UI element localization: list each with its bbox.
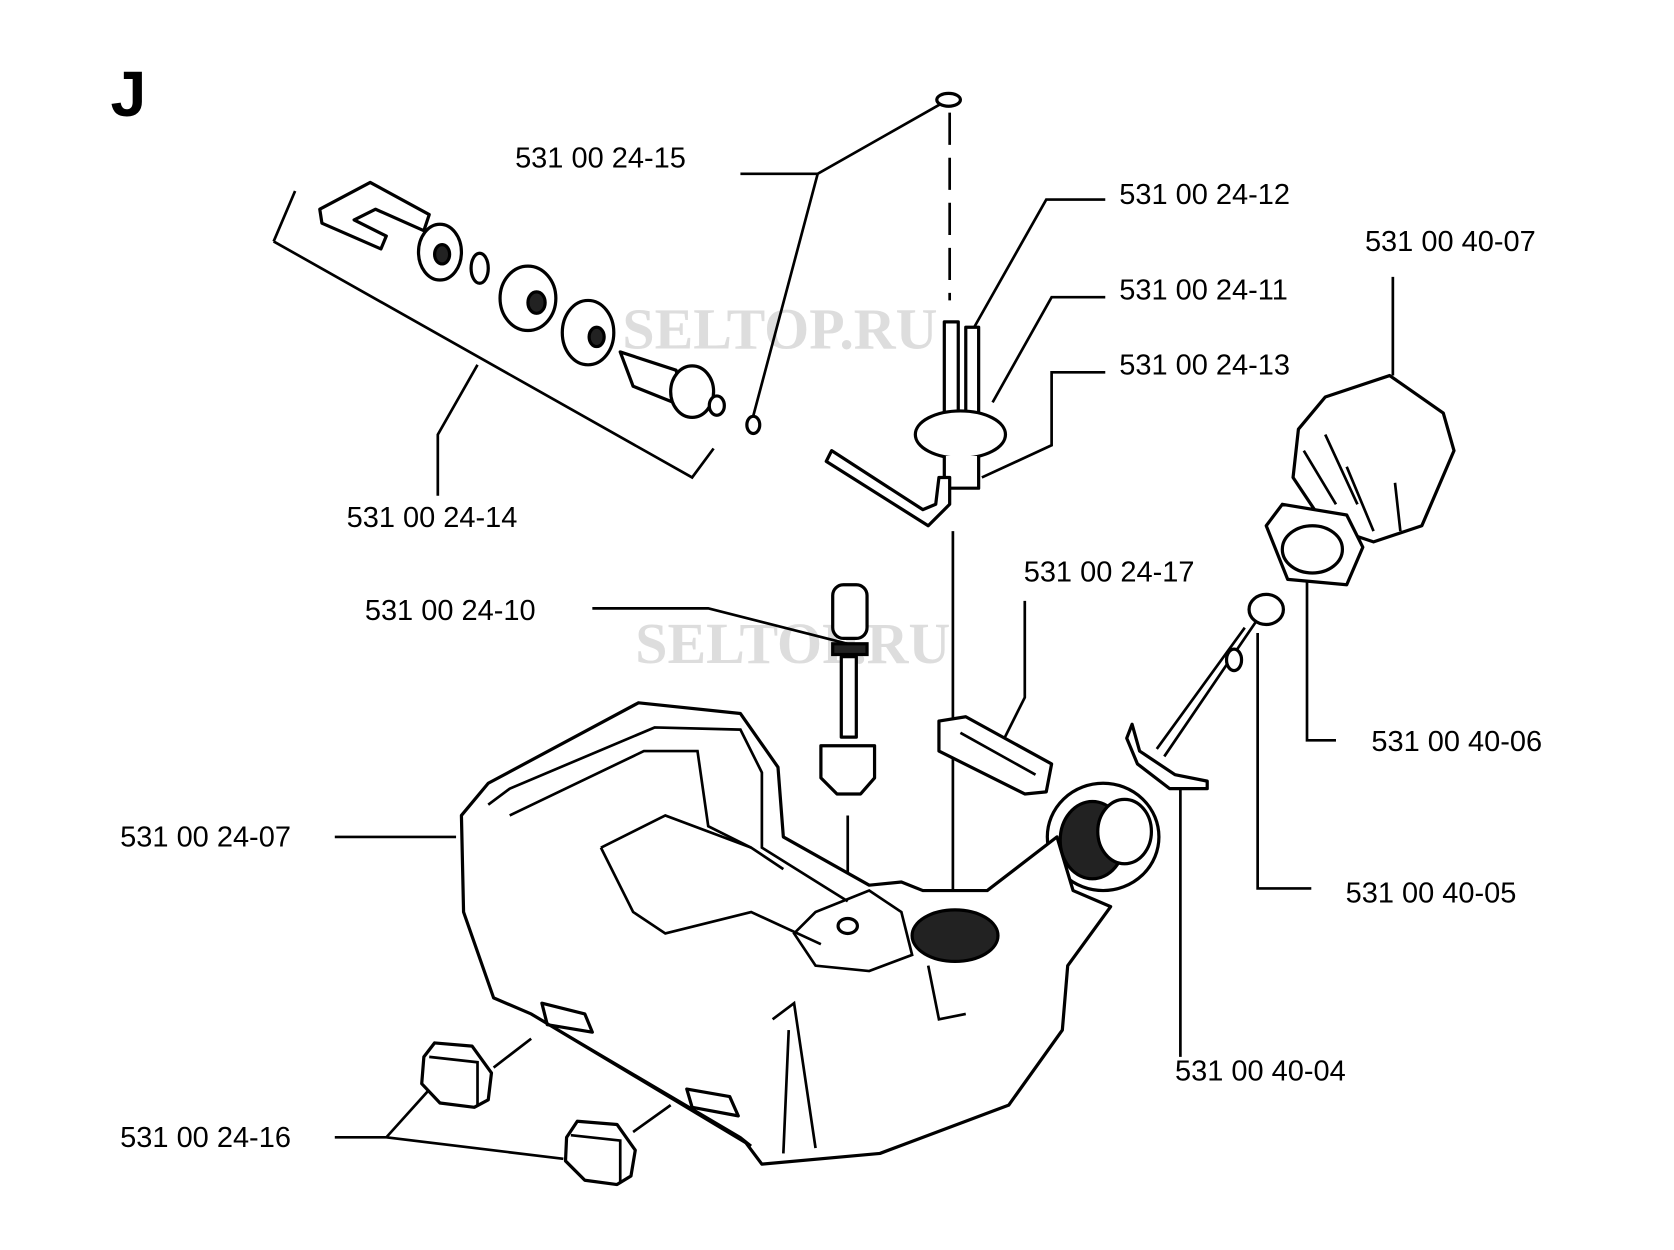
- section-letter: J: [111, 58, 147, 130]
- rubber-buffer-drawing: [420, 1041, 637, 1187]
- fuel-cap-drawing: [1264, 373, 1456, 587]
- part-label-p0406[interactable]: 531 00 40-06: [1371, 726, 1542, 758]
- tank-neck-drawing: [1045, 781, 1161, 893]
- part-label-p10[interactable]: 531 00 24-10: [365, 595, 536, 627]
- part-label-p0407[interactable]: 531 00 40-07: [1365, 226, 1536, 258]
- watermark: SELTOP.RU: [635, 611, 950, 676]
- fuel-hose-drawing: [819, 583, 877, 796]
- part-label-p0405[interactable]: 531 00 40-05: [1346, 877, 1517, 909]
- fuel-tank-drawing: [459, 701, 1113, 1166]
- part-label-p12[interactable]: 531 00 24-12: [1119, 179, 1290, 211]
- part-label-p14[interactable]: 531 00 24-14: [347, 502, 518, 534]
- part-label-p13[interactable]: 531 00 24-13: [1119, 349, 1290, 381]
- fuel-pickup-drawing: [824, 320, 1008, 528]
- part-label-p16[interactable]: 531 00 24-16: [120, 1122, 291, 1154]
- valve-assembly-drawing: [318, 180, 726, 419]
- grommet-drawing: [745, 414, 762, 436]
- part-label-p0404[interactable]: 531 00 40-04: [1175, 1055, 1346, 1087]
- grommet-top-drawing: [935, 91, 963, 108]
- part-label-p17[interactable]: 531 00 24-17: [1024, 557, 1195, 589]
- part-label-p07[interactable]: 531 00 24-07: [120, 822, 291, 854]
- rubber-pad-drawing: [937, 715, 1054, 796]
- cap-strap-drawing: [1125, 592, 1286, 791]
- part-label-p15[interactable]: 531 00 24-15: [515, 142, 686, 174]
- watermark: SELTOP.RU: [622, 297, 937, 362]
- part-label-p11[interactable]: 531 00 24-11: [1119, 274, 1288, 306]
